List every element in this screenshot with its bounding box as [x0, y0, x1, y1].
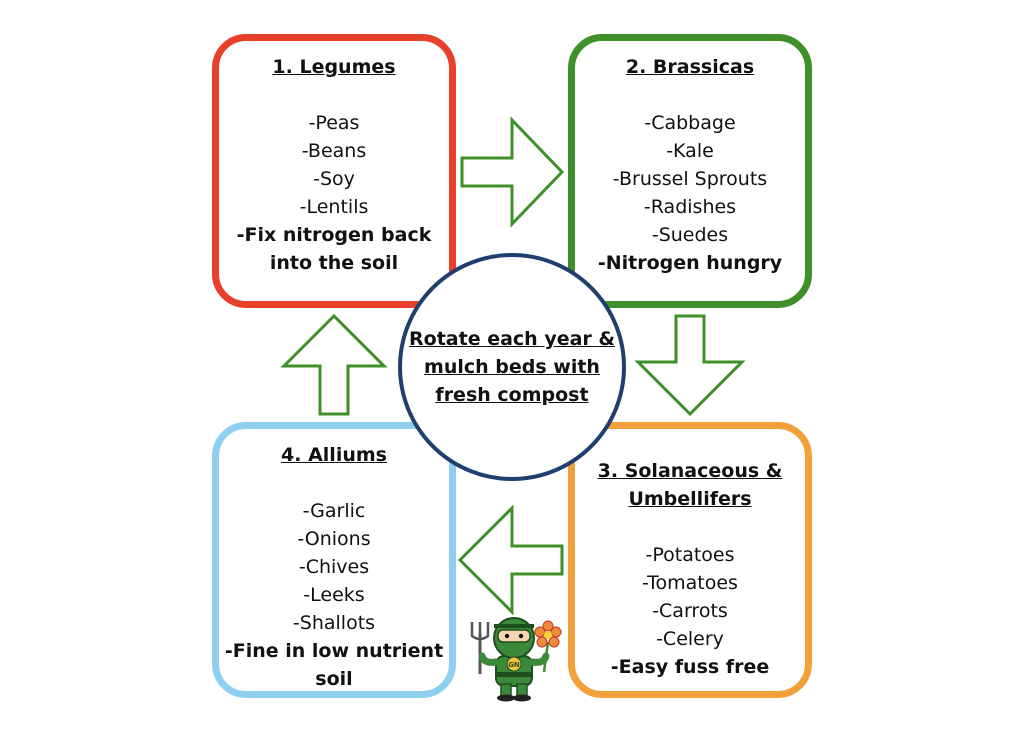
alliums-note: -Fine in low nutrient — [224, 640, 444, 662]
list-item: -Shallots — [292, 612, 376, 634]
list-item: -Garlic — [302, 500, 366, 522]
list-item: -Onions — [297, 528, 371, 550]
list-item: -Cabbage — [644, 112, 736, 134]
list-item: -Tomatoes — [642, 572, 738, 594]
list-item: -Beans — [301, 140, 367, 162]
solanaceous-box: 3. Solanaceous & Umbellifers -Potatoes -… — [568, 422, 812, 698]
brassicas-title: 2. Brassicas — [625, 56, 755, 78]
list-item: -Brussel Sprouts — [612, 168, 768, 190]
arrow-down-icon — [634, 314, 746, 417]
alliums-box: 4. Alliums -Garlic -Onions -Chives -Leek… — [212, 422, 456, 698]
solanaceous-title: 3. Solanaceous & — [597, 460, 783, 482]
list-item: -Carrots — [652, 600, 728, 622]
alliums-note: soil — [315, 668, 353, 690]
list-item: -Peas — [308, 112, 360, 134]
alliums-title: 4. Alliums — [281, 444, 387, 466]
list-item: -Potatoes — [645, 544, 735, 566]
brassicas-note: -Nitrogen hungry — [597, 252, 783, 274]
mascot-badge: GN — [508, 661, 520, 669]
center-circle: Rotate each year & mulch beds with fresh… — [398, 253, 626, 481]
list-item: -Celery — [656, 628, 724, 650]
list-item: -Radishes — [643, 196, 737, 218]
solanaceous-title: Umbellifers — [628, 488, 752, 510]
list-item: -Soy — [313, 168, 355, 190]
gardener-ninja-mascot-icon: GN — [470, 617, 562, 702]
brassicas-box: 2. Brassicas -Cabbage -Kale -Brussel Spr… — [568, 34, 812, 308]
center-text-line: fresh compost — [435, 384, 589, 406]
solanaceous-note: -Easy fuss free — [610, 656, 770, 678]
center-text-line: Rotate each year & — [409, 328, 615, 350]
arrow-right-icon — [460, 116, 565, 228]
list-item: -Suedes — [651, 224, 729, 246]
legumes-note: into the soil — [269, 252, 399, 274]
legumes-title: 1. Legumes — [272, 56, 396, 78]
legumes-note: -Fix nitrogen back — [236, 224, 432, 246]
list-item: -Kale — [666, 140, 714, 162]
list-item: -Chives — [298, 556, 370, 578]
list-item: -Lentils — [299, 196, 369, 218]
center-text-line: mulch beds with — [424, 356, 600, 378]
legumes-box: 1. Legumes -Peas -Beans -Soy -Lentils -F… — [212, 34, 456, 308]
arrow-left-icon — [457, 504, 564, 616]
arrow-up-icon — [280, 313, 388, 416]
list-item: -Leeks — [303, 584, 365, 606]
